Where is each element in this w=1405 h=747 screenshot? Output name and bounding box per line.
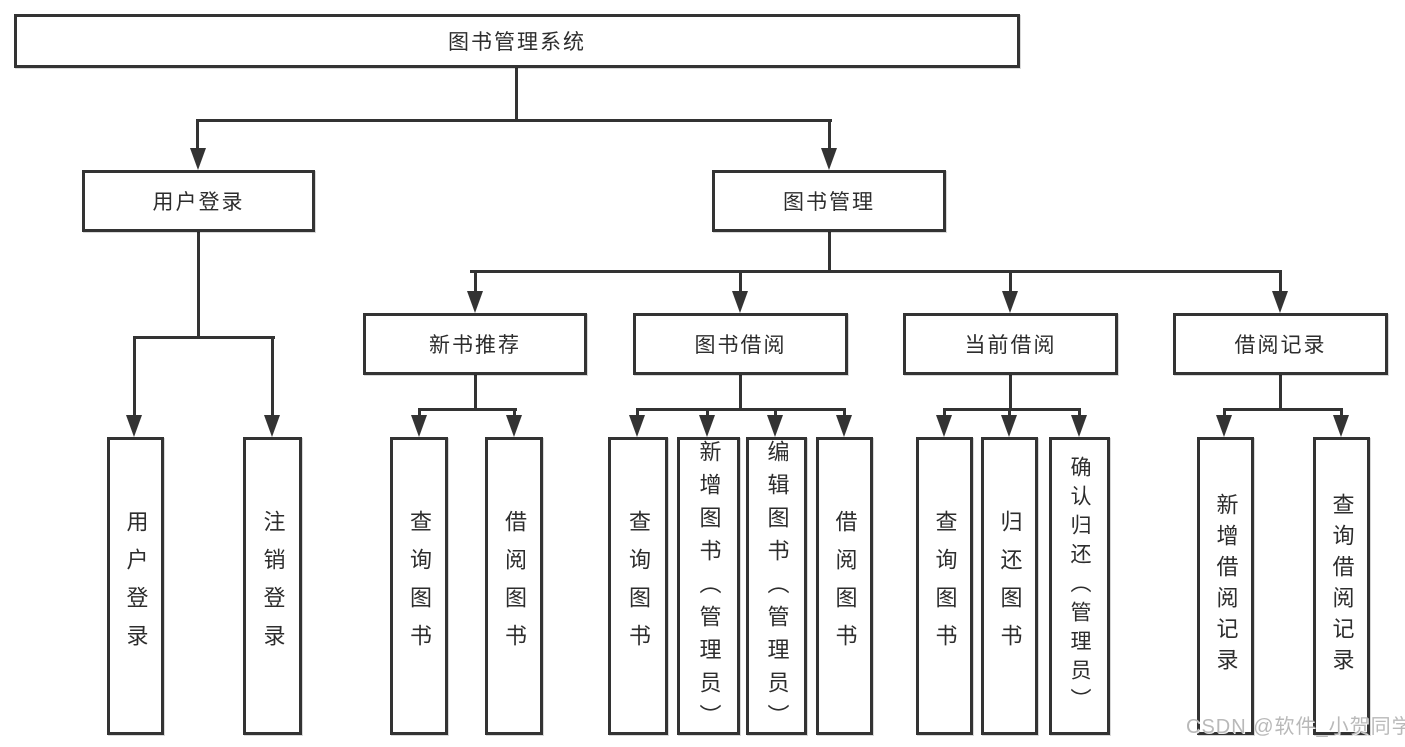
arrowhead-icon xyxy=(467,291,483,313)
leaf-logout: 注销登录 xyxy=(243,437,302,735)
connector xyxy=(828,230,831,273)
arrowhead-icon xyxy=(821,148,837,170)
node-book-borrowing-label: 图书借阅 xyxy=(694,334,787,357)
connector xyxy=(133,336,275,339)
leaf-logout-label: 注销登录 xyxy=(260,510,286,662)
node-borrowing-records-label: 借阅记录 xyxy=(1234,334,1327,357)
node-book-management: 图书管理 xyxy=(712,170,946,232)
connector xyxy=(739,270,742,294)
csdn-watermark: CSDN @软件_小贺同学 xyxy=(1186,716,1405,738)
arrowhead-icon xyxy=(732,291,748,313)
connector xyxy=(1223,408,1226,420)
node-book-management-label: 图书管理 xyxy=(783,191,875,214)
leaf-query-books-recommend: 查询图书 xyxy=(390,437,448,735)
arrowhead-icon xyxy=(1216,415,1232,437)
arrowhead-icon xyxy=(126,415,142,437)
node-root: 图书管理系统 xyxy=(14,14,1020,68)
arrowhead-icon xyxy=(629,415,645,437)
connector xyxy=(1340,408,1343,420)
arrowhead-icon xyxy=(506,415,522,437)
connector xyxy=(636,408,639,420)
connector xyxy=(470,270,1282,273)
leaf-return-books: 归还图书 xyxy=(981,437,1038,735)
leaf-add-books-admin-label: 新增图书（管理员） xyxy=(696,440,722,737)
leaf-borrow-books-recommend: 借阅图书 xyxy=(485,437,543,735)
connector xyxy=(636,408,846,411)
arrowhead-icon xyxy=(190,148,206,170)
connector xyxy=(1279,270,1282,294)
node-new-book-recommend-label: 新书推荐 xyxy=(429,334,521,357)
arrowhead-icon xyxy=(936,415,952,437)
node-new-book-recommend: 新书推荐 xyxy=(363,313,587,375)
leaf-edit-books-admin: 编辑图书（管理员） xyxy=(746,437,807,737)
leaf-user-login-label: 用户登录 xyxy=(123,510,149,662)
arrowhead-icon xyxy=(1001,415,1017,437)
leaf-confirm-return-admin-label: 确认归还（管理员） xyxy=(1068,455,1091,717)
leaf-return-books-label: 归还图书 xyxy=(997,510,1023,662)
connector xyxy=(418,408,421,420)
leaf-add-books-admin: 新增图书（管理员） xyxy=(677,437,740,737)
connector xyxy=(774,408,777,420)
leaf-query-books-borrowing-label: 查询图书 xyxy=(626,510,651,662)
leaf-query-borrow-record-label: 查询借阅记录 xyxy=(1329,493,1355,679)
connector xyxy=(739,373,742,410)
connector xyxy=(474,270,477,294)
leaf-query-borrow-record: 查询借阅记录 xyxy=(1313,437,1370,735)
leaf-borrow-books: 借阅图书 xyxy=(816,437,873,735)
connector xyxy=(943,408,1081,411)
connector xyxy=(1078,408,1081,420)
node-book-borrowing: 图书借阅 xyxy=(633,313,848,375)
arrowhead-icon xyxy=(699,415,715,437)
connector xyxy=(474,373,477,410)
arrowhead-icon xyxy=(1272,291,1288,313)
node-current-borrowing: 当前借阅 xyxy=(903,313,1118,375)
connector xyxy=(706,408,709,420)
connector xyxy=(828,119,831,151)
leaf-confirm-return-admin: 确认归还（管理员） xyxy=(1049,437,1110,735)
connector xyxy=(943,408,946,420)
leaf-query-books-current-label: 查询图书 xyxy=(932,510,958,662)
leaf-borrow-books-recommend-label: 借阅图书 xyxy=(502,510,527,662)
leaf-edit-books-admin-label: 编辑图书（管理员） xyxy=(764,440,790,737)
leaf-add-borrow-record: 新增借阅记录 xyxy=(1197,437,1254,735)
connector xyxy=(197,230,200,339)
connector xyxy=(196,119,832,122)
connector xyxy=(513,408,516,420)
leaf-query-books-current: 查询图书 xyxy=(916,437,973,735)
connector xyxy=(1008,408,1011,420)
connector xyxy=(1279,373,1282,410)
arrowhead-icon xyxy=(264,415,280,437)
connector xyxy=(196,119,199,151)
node-borrowing-records: 借阅记录 xyxy=(1173,313,1388,375)
arrowhead-icon xyxy=(836,415,852,437)
node-root-label: 图书管理系统 xyxy=(448,31,586,54)
connector xyxy=(271,336,274,418)
node-current-borrowing-label: 当前借阅 xyxy=(964,334,1057,357)
arrowhead-icon xyxy=(1333,415,1349,437)
connector xyxy=(133,336,136,418)
connector xyxy=(1009,373,1012,410)
connector xyxy=(418,408,517,411)
arrowhead-icon xyxy=(411,415,427,437)
leaf-query-books-recommend-label: 查询图书 xyxy=(407,510,432,662)
leaf-add-borrow-record-label: 新增借阅记录 xyxy=(1213,493,1239,679)
arrowhead-icon xyxy=(1002,291,1018,313)
connector xyxy=(1223,408,1343,411)
arrowhead-icon xyxy=(1071,415,1087,437)
connector xyxy=(515,66,518,121)
arrowhead-icon xyxy=(767,415,783,437)
leaf-user-login: 用户登录 xyxy=(107,437,164,735)
connector xyxy=(1009,270,1012,294)
node-user-login-label: 用户登录 xyxy=(152,191,245,214)
leaf-borrow-books-label: 借阅图书 xyxy=(832,510,858,662)
leaf-query-books-borrowing: 查询图书 xyxy=(608,437,668,735)
connector xyxy=(843,408,846,420)
node-user-login: 用户登录 xyxy=(82,170,315,232)
